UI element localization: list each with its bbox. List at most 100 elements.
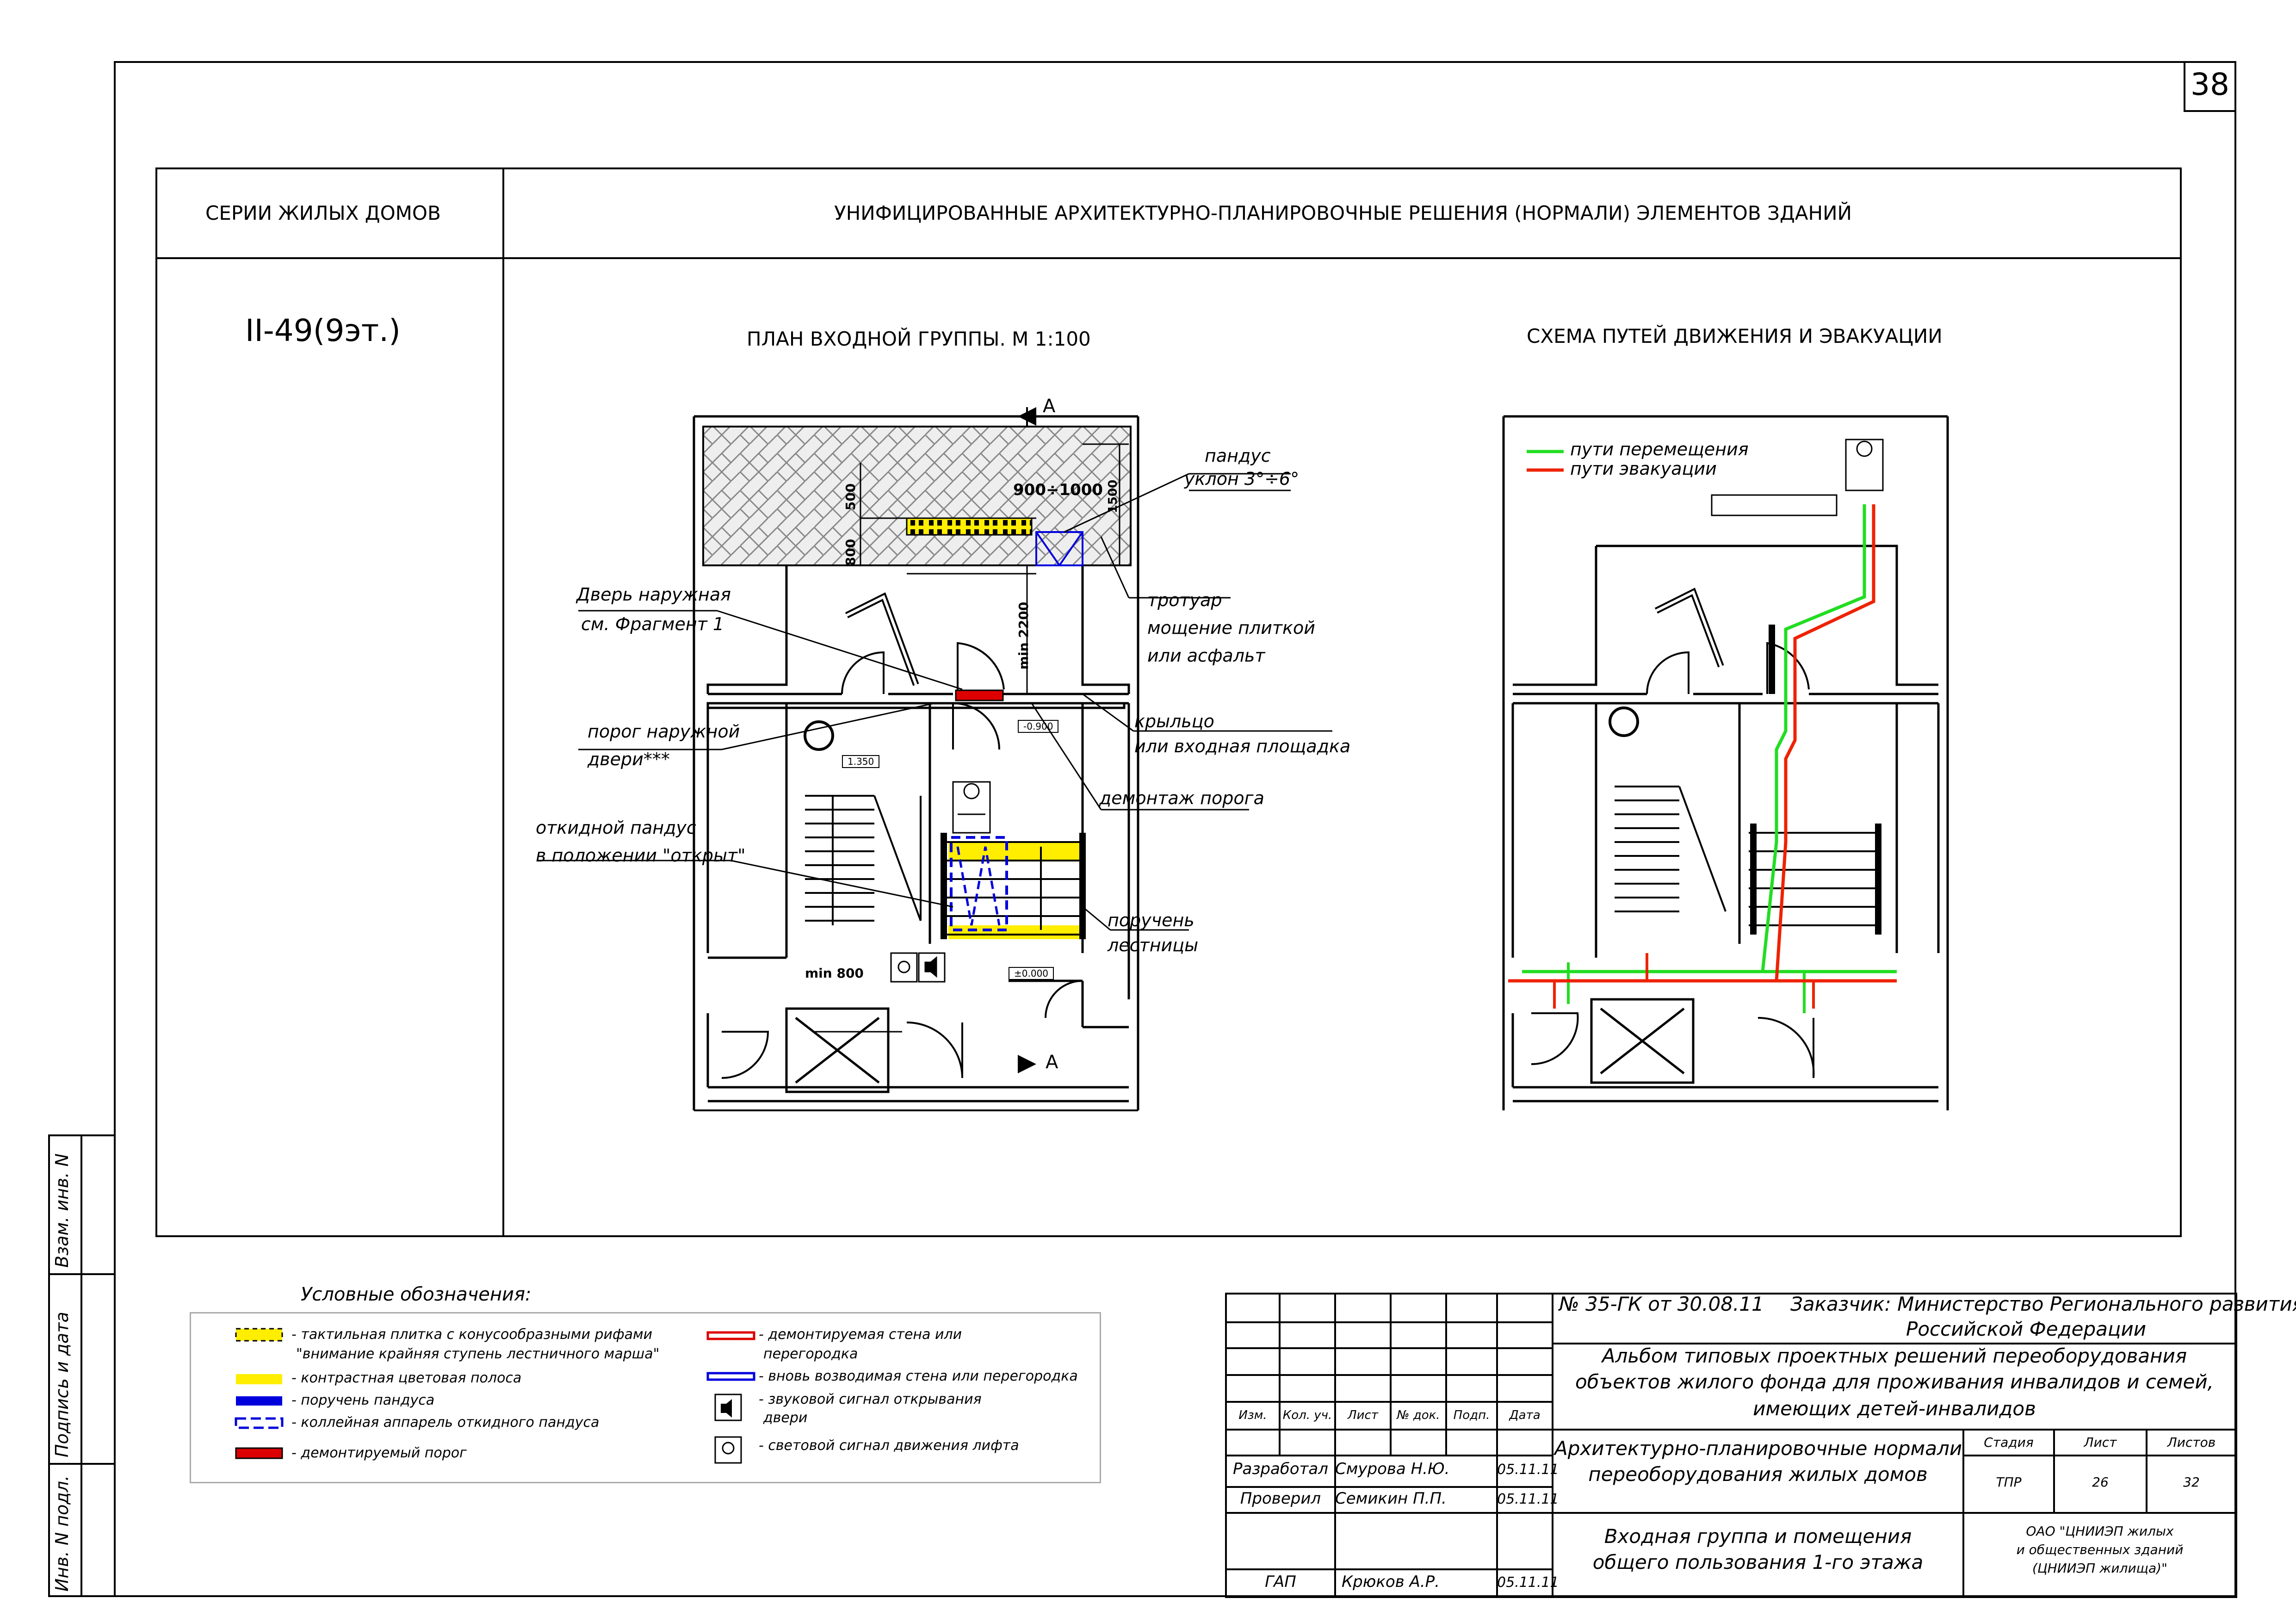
stamp-customer-2: Российской Федерации (1906, 1318, 2147, 1340)
stamp-album-1: Альбом типовых проектных решений переобо… (1602, 1344, 2187, 1367)
callout-porch-2: или входная площадка (1134, 736, 1351, 756)
lift-shaft (785, 1007, 890, 1093)
header-series: СЕРИИ ЖИЛЫХ ДОМОВ (205, 202, 441, 224)
stamp-info-sheet-label: Лист (2084, 1435, 2117, 1450)
legend-item-6b: перегородка (763, 1346, 858, 1362)
callout-sidewalk-3: или асфальт (1147, 645, 1265, 666)
dimension-lines (814, 443, 1129, 1033)
side-divider-v (80, 1134, 82, 1597)
level-0000: ±0.000 (1009, 967, 1054, 980)
stamp-row-date: 05.11.11 (1497, 1574, 1559, 1591)
callout-porch-1: крыльцо (1134, 711, 1214, 731)
ramp-triangle (1035, 531, 1083, 566)
header-title: УНИФИЦИРОВАННЫЕ АРХИТЕКТУРНО-ПЛАНИРОВОЧН… (834, 202, 1852, 224)
stamp-col-date: Дата (1509, 1408, 1541, 1422)
stamp-col-izm: Изм. (1238, 1408, 1267, 1422)
stamp-org-2: и общественных зданий (2016, 1542, 2184, 1557)
stamp-album-3: имеющих детей-инвалидов (1753, 1397, 2036, 1420)
stamp-section-2: переоборудования жилых домов (1588, 1463, 1928, 1486)
sheet-frame (114, 61, 2236, 1597)
stamp-info-stage: ТПР (1996, 1474, 2022, 1490)
plan-doors (721, 642, 1083, 1079)
stamp-row-date: 05.11.11 (1497, 1462, 1559, 1478)
stamp-org-3: (ЦНИИЭП жилища)" (2032, 1561, 2167, 1576)
stamp-sheet-title-1: Входная группа и помещения (1604, 1525, 1912, 1548)
legend-box (190, 1312, 1101, 1483)
dim-min800: min 800 (805, 966, 864, 981)
stamp-row-role: Разработал (1233, 1460, 1328, 1478)
stamp-row-role: Проверил (1240, 1489, 1321, 1508)
scheme-pipe-circle (1609, 706, 1639, 737)
stamp-org-1: ОАО "ЦНИИЭП жилых (2026, 1524, 2174, 1539)
stamp-info-sheets: 32 (2183, 1474, 2200, 1490)
stamp-info-stage-label: Стадия (1984, 1435, 2034, 1450)
legend-item-1a: - тактильная плитка с конусообразными ри… (291, 1326, 653, 1343)
scheme-wheelchair-icon (1845, 439, 1884, 491)
callout-threshold-1: порог наружной (588, 721, 740, 742)
stamp-row-role: ГАП (1265, 1573, 1296, 1591)
level-1350: 1.350 (842, 755, 880, 768)
demount-threshold (955, 689, 1004, 701)
contrast-strip (948, 842, 1083, 861)
stamp-col-list: Лист (1348, 1408, 1378, 1422)
stamp-col-kol: Кол. уч. (1282, 1408, 1332, 1422)
main-table-hline (155, 257, 2182, 259)
stairs-left (805, 795, 922, 925)
pipe-circle (804, 720, 834, 751)
scheme-title: СХЕМА ПУТЕЙ ДВИЖЕНИЯ И ЭВАКУАЦИИ (1527, 325, 1943, 347)
stamp-section-1: Архитектурно-планировочные нормали (1554, 1437, 1962, 1460)
scheme-lift (1590, 998, 1695, 1084)
stamp-sheet-title-2: общего пользования 1-го этажа (1592, 1551, 1924, 1573)
legend-item-7: - вновь возводимая стена или перегородка (759, 1368, 1078, 1384)
section-mark-a-top: A (1043, 396, 1056, 417)
callout-sidewalk-2: мощение плиткой (1147, 618, 1315, 638)
callout-threshold-2: двери*** (588, 749, 670, 769)
scheme-walls (1502, 415, 1949, 1110)
plan-title: ПЛАН ВХОДНОЙ ГРУППЫ. М 1:100 (747, 328, 1091, 350)
callout-rail-1: поручень (1108, 910, 1194, 930)
stairs-right (944, 841, 1083, 935)
wheelchair-icon (952, 781, 991, 834)
plan-walls (693, 415, 1139, 1110)
stamp-row-name: Смурова Н.Ю. (1335, 1460, 1450, 1478)
legend-item-6a: - демонтируемая стена или (759, 1326, 962, 1343)
legend-item-8a: - звуковой сигнал открывания (759, 1391, 982, 1407)
callout-sidewalk-1: тротуар (1147, 590, 1222, 610)
dim-900-1000: 900÷1000 (1013, 481, 1103, 499)
main-table (155, 167, 2182, 1237)
stamp-row-name: Крюков А.Р. (1342, 1573, 1440, 1591)
stamp-info-sheet: 26 (2092, 1474, 2109, 1490)
light-signal-icon (890, 952, 918, 983)
legend-item-9: - световой сигнал движения лифта (759, 1437, 1019, 1454)
stamp-row-name: Семикин П.П. (1335, 1489, 1447, 1508)
legend-item-5: - демонтируемый порог (291, 1445, 467, 1461)
scheme-legend-move: пути перемещения (1570, 439, 1749, 459)
sound-signal-icon (918, 952, 946, 983)
series-name: II-49(9эт.) (245, 313, 401, 348)
stamp-row-date: 05.11.11 (1497, 1491, 1559, 1507)
callout-rail-2: лестницы (1108, 935, 1199, 955)
section-mark-a-bottom: A (1046, 1052, 1058, 1073)
legend-item-3: - поручень пандуса (291, 1392, 435, 1408)
callout-leaders (537, 473, 1332, 931)
legend-item-8b: двери (763, 1410, 808, 1426)
section-mark (1018, 407, 1036, 1073)
stamp-col-doc: № док. (1397, 1408, 1440, 1422)
main-table-vline (502, 167, 504, 1237)
stamp-info-sheets-label: Листов (2167, 1435, 2216, 1450)
callout-ramp-1: пандус (1205, 446, 1271, 466)
legend-item-1b: "внимание крайняя ступень лестничного ма… (296, 1346, 660, 1362)
sheet-number: 38 (2191, 67, 2229, 102)
evacuation-path (1508, 504, 1875, 983)
contrast-strip (948, 925, 1083, 939)
callout-demount: демонтаж порога (1099, 788, 1264, 808)
legend-title: Условные обозначения: (301, 1284, 532, 1305)
sidewalk-hatch (702, 426, 1132, 566)
sheet-number-box (2184, 61, 2236, 112)
callout-door-2: см. Фрагмент 1 (581, 614, 724, 634)
callout-fold-1: откидной пандус (536, 818, 696, 838)
level-0900: -0.900 (1018, 720, 1059, 733)
